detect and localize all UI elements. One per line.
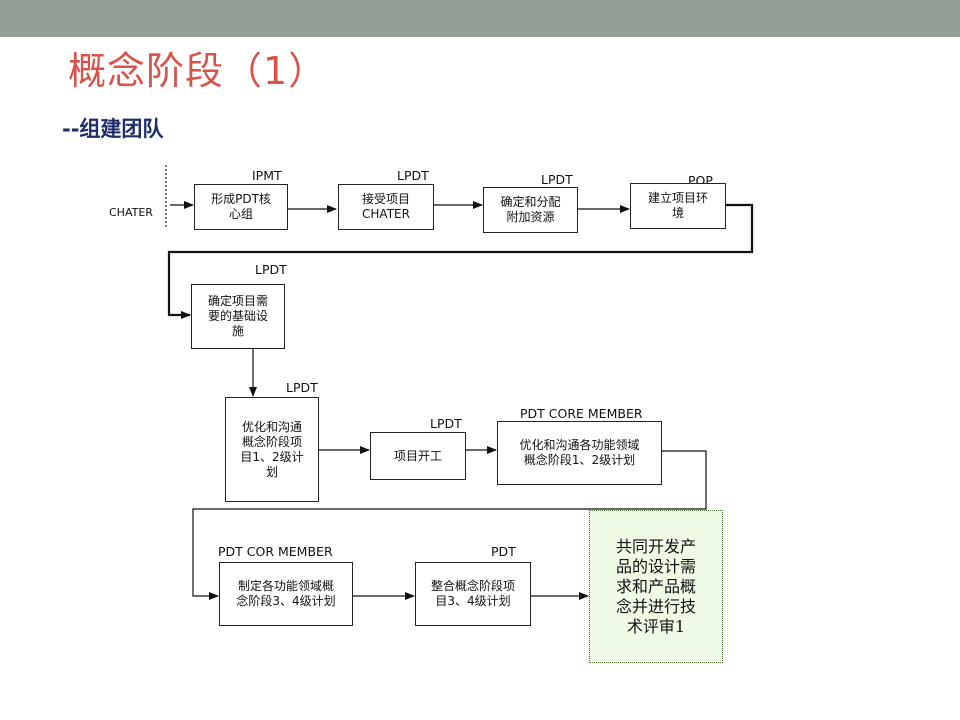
role-label-s8: PDT CORE MEMBER (520, 406, 643, 421)
slide-subtitle: --组建团队 (62, 117, 164, 141)
step-text: 共同开发产 品的设计需 求和产品概 念并进行技 术评审1 (615, 536, 696, 636)
step-text: 制定各功能领域概 念阶段3、4级计划 (236, 579, 336, 608)
step-box-s9: 制定各功能领域概 念阶段3、4级计划 (219, 562, 353, 626)
step-text: 确定项目需 要的基础设 施 (207, 294, 268, 338)
step-box-s5: 确定项目需 要的基础设 施 (191, 284, 285, 349)
connector-s4-s5 (167, 203, 754, 319)
step-text: 优化和沟通各功能领域 概念阶段1、2级计划 (519, 438, 640, 467)
step-box-s1: 形成PDT核 心组 (194, 184, 288, 230)
step-text: 接受项目 CHATER (361, 192, 410, 221)
role-label-s1: IPMT (252, 168, 282, 183)
step-text: 优化和沟通 概念阶段项 目1、2级计 划 (240, 419, 304, 479)
role-label-s10: PDT (491, 544, 516, 559)
role-label-s7: LPDT (430, 416, 462, 431)
step-box-s4: 建立项目环 境 (630, 183, 726, 229)
role-label-s6: LPDT (286, 380, 318, 395)
step-box-s2: 接受项目 CHATER (338, 184, 434, 230)
role-label-s9: PDT COR MEMBER (218, 544, 333, 559)
step-box-s10: 整合概念阶段项 目3、4级计划 (415, 562, 531, 626)
step-box-s8: 优化和沟通各功能领域 概念阶段1、2级计划 (497, 421, 662, 485)
step-box-s6: 优化和沟通 概念阶段项 目1、2级计 划 (225, 397, 319, 502)
role-label-s2: LPDT (397, 168, 429, 183)
input-label: CHATER (109, 206, 153, 219)
role-label-s3: LPDT (541, 172, 573, 187)
step-box-s11: 共同开发产 品的设计需 求和产品概 念并进行技 术评审1 (589, 510, 723, 663)
step-text: 形成PDT核 心组 (211, 192, 271, 221)
step-text: 确定和分配 附加资源 (500, 195, 561, 224)
connector-s8-s9 (192, 450, 707, 600)
step-box-s7: 项目开工 (370, 432, 466, 480)
slide-title: 概念阶段（1） (68, 49, 328, 93)
role-label-s5: LPDT (255, 262, 287, 277)
step-text: 整合概念阶段项 目3、4级计划 (430, 579, 515, 608)
step-box-s3: 确定和分配 附加资源 (483, 187, 578, 233)
top-bar (0, 0, 960, 37)
step-text: 建立项目环 境 (647, 191, 708, 220)
step-text: 项目开工 (393, 448, 442, 463)
